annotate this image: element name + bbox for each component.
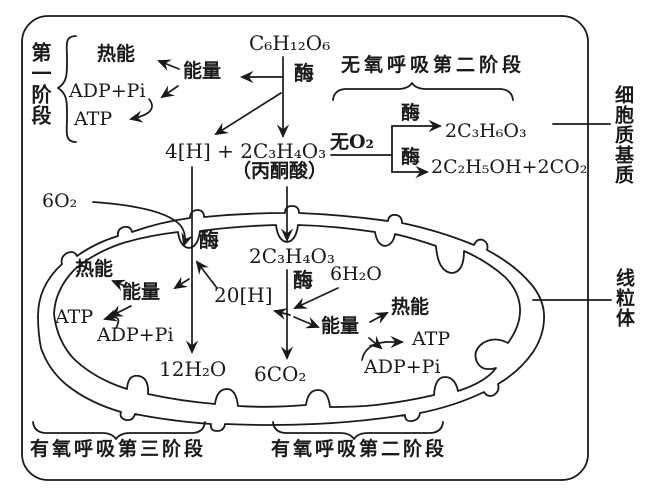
anaerobic-brace bbox=[332, 82, 514, 101]
no-oxygen-label: 无O₂ bbox=[330, 131, 374, 153]
water-out: 12H₂O bbox=[159, 357, 227, 381]
energy-label-right: 能量 bbox=[321, 315, 360, 337]
hydrogen-pool: 20[H] bbox=[214, 283, 273, 307]
mitochondrion-outer-membrane bbox=[37, 205, 545, 432]
aerobic-stage2-label: 有氧呼吸第二阶段 bbox=[271, 438, 448, 460]
heat-label-left: 热能 bbox=[75, 258, 114, 280]
arrow-line-to-20H bbox=[273, 308, 291, 320]
heat-label-right: 热能 bbox=[391, 296, 430, 318]
arrow-6H2O-to-line bbox=[293, 287, 339, 309]
cytoplasm-label: 细胞质基质 bbox=[611, 85, 634, 185]
stage1-label: 第一阶段 bbox=[28, 42, 52, 126]
arrow-energy-to-adp-top bbox=[160, 85, 179, 99]
ethanol-co2-formula: 2C₂H₅OH+2CO₂ bbox=[431, 156, 588, 178]
arrow-adp-to-atp-top bbox=[129, 98, 153, 123]
stage1-brace bbox=[57, 35, 77, 143]
enzyme-label-top: 酶 bbox=[294, 61, 314, 85]
atp-left: ATP bbox=[55, 306, 94, 328]
water-in: 6H₂O bbox=[330, 263, 382, 285]
adp-pi-right: ADP+Pi bbox=[364, 356, 441, 378]
arrow-energy-to-heat-top bbox=[157, 59, 180, 71]
lactate-formula: 2C₃H₆O₃ bbox=[445, 120, 527, 142]
outer-border bbox=[21, 15, 589, 481]
enzyme-label-mito-top: 酶 bbox=[199, 228, 219, 252]
atp-right: ATP bbox=[412, 328, 451, 350]
adp-pi-top: ADP+Pi bbox=[69, 80, 146, 102]
enzyme-label-lactate: 酶 bbox=[401, 102, 421, 124]
enzyme-label-stage2: 酶 bbox=[293, 268, 313, 292]
arrow-adp-to-atp-left bbox=[103, 309, 120, 329]
atp-top: ATP bbox=[74, 108, 113, 130]
arrow-energy-to-atp-left bbox=[109, 305, 132, 317]
arrow-line-to-energy-left bbox=[173, 276, 190, 290]
heat-label-top: 热能 bbox=[97, 43, 136, 65]
arrow-adp-to-atp-right bbox=[361, 335, 405, 361]
arrow-line-to-energy-right bbox=[293, 316, 320, 329]
co2-out: 6CO₂ bbox=[254, 362, 307, 386]
stage3-brace bbox=[32, 421, 206, 440]
aerobic-stage3-label: 有氧呼吸第三阶段 bbox=[30, 438, 207, 460]
arrow-energy-to-heat-right bbox=[369, 312, 389, 324]
arrow-20H-to-line bbox=[195, 260, 218, 289]
glucose-formula: C₆H₁₂O₆ bbox=[249, 31, 331, 55]
pyruvate-note: （丙酮酸） bbox=[232, 160, 328, 182]
enzyme-label-ethanol: 酶 bbox=[401, 146, 421, 168]
arrow-to-4H bbox=[214, 92, 282, 136]
mitochondrion-inner-membrane bbox=[53, 224, 521, 408]
oxygen-in: 6O₂ bbox=[42, 190, 78, 212]
arrow-o2-into-mito bbox=[92, 201, 194, 247]
energy-label-top: 能量 bbox=[183, 60, 222, 82]
arrow-energy-down-right bbox=[368, 335, 383, 350]
energy-label-left: 能量 bbox=[122, 281, 161, 303]
pyruvate-in-mito: 2C₃H₄O₃ bbox=[249, 244, 335, 268]
mitochondrion-label: 线粒体 bbox=[612, 268, 635, 328]
anaerobic-stage2-title: 无氧呼吸第二阶段 bbox=[341, 54, 526, 76]
adp-pi-left: ADP+Pi bbox=[97, 324, 174, 346]
arrow-energy-to-heat-left bbox=[111, 279, 128, 292]
glycolysis-products: 4[H] + 2C₃H₄O₃ bbox=[165, 139, 327, 163]
stage2-brace bbox=[272, 421, 444, 440]
